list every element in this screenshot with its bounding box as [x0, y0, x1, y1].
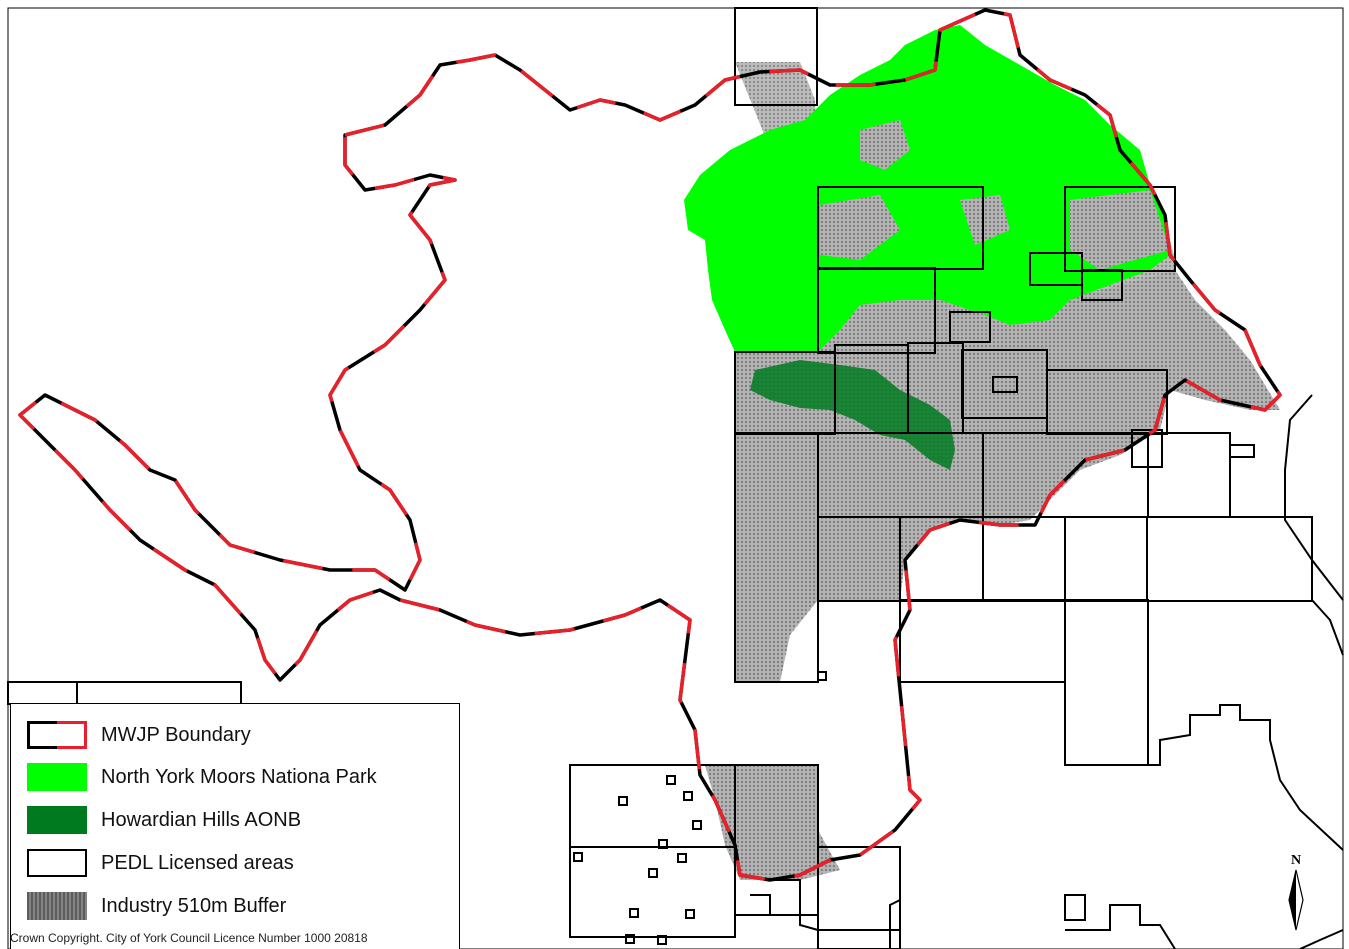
- aonb-swatch: [27, 806, 87, 834]
- map-frame: [7, 7, 1344, 949]
- north-label: N: [1291, 853, 1301, 868]
- legend-item-boundary: MWJP Boundary: [27, 720, 251, 750]
- legend-item-park: North York Moors Nationa Park: [27, 762, 377, 792]
- national-park: [684, 25, 1170, 352]
- buffer-swatch: [27, 892, 87, 920]
- aonb-area: [750, 360, 955, 470]
- pedl-licence-blocks: [7, 7, 1344, 949]
- mwjp-boundary: [18, 8, 1282, 882]
- legend-item-buffer: Industry 510m Buffer: [27, 891, 286, 921]
- legend-item-aonb: Howardian Hills AONB: [27, 805, 301, 835]
- pedl-swatch: [27, 849, 87, 877]
- legend-label: Howardian Hills AONB: [101, 808, 302, 831]
- map-legend: MWJP Boundary North York Moors Nationa P…: [10, 703, 460, 949]
- park-swatch: [27, 763, 87, 791]
- legend-label: MWJP Boundary: [101, 723, 251, 746]
- copyright-notice: Crown Copyright. City of York Council Li…: [10, 931, 368, 945]
- small-licence-squares: [573, 775, 702, 945]
- legend-label: Industry 510m Buffer: [101, 894, 287, 917]
- legend-item-pedl: PEDL Licensed areas: [27, 848, 294, 878]
- buffer-south: [705, 765, 840, 880]
- legend-label: North York Moors Nationa Park: [101, 765, 377, 788]
- legend-label: PEDL Licensed areas: [101, 851, 294, 874]
- north-arrow-icon: N: [1288, 853, 1304, 931]
- boundary-swatch: [27, 721, 87, 749]
- park-buffer-patches: [820, 120, 1170, 270]
